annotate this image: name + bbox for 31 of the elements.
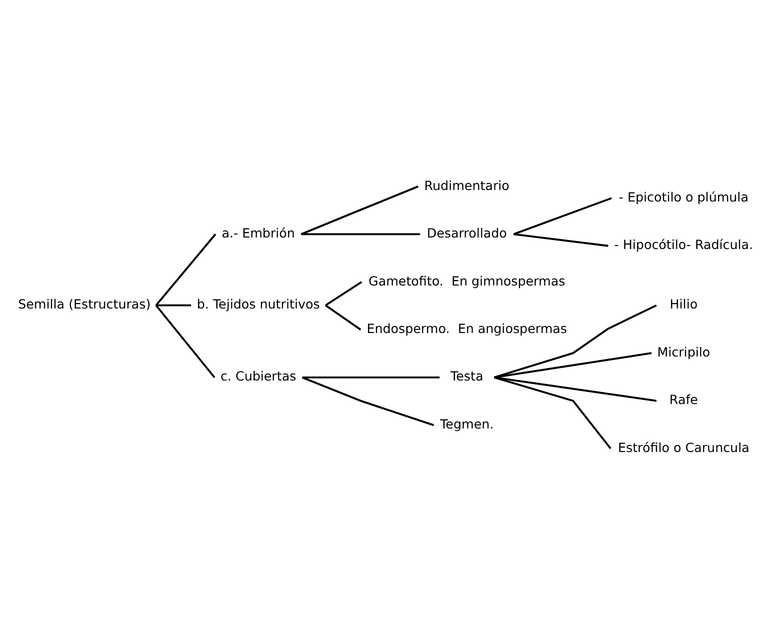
node-text: Hilio: [670, 296, 698, 312]
node-text: Semilla (Estructuras): [18, 296, 151, 312]
connector: [302, 376, 434, 426]
connector: [302, 376, 440, 378]
connector: [156, 304, 192, 306]
node-text: Gametofito. En gimnospermas: [368, 272, 566, 288]
connector: [301, 232, 420, 235]
node-text: b. Tejidos nutritivos: [196, 296, 320, 312]
connector: [494, 376, 657, 402]
node-text: Rafe: [669, 392, 698, 407]
node-text: Estrófilo o Caruncula: [618, 439, 750, 454]
connector: [300, 185, 419, 235]
node-text: - Epicotilo o plúmula: [618, 188, 748, 204]
connector: [513, 196, 612, 235]
node-text: a.- Embrión: [222, 225, 295, 240]
node-text: c. Cubiertas: [220, 368, 296, 384]
connector: [494, 352, 652, 378]
node-text: Desarrollado: [426, 225, 507, 240]
connector: [155, 304, 216, 378]
connector: [325, 304, 362, 330]
connector: [155, 233, 216, 306]
connector: [494, 376, 612, 449]
connector: [514, 232, 608, 246]
connector: [325, 280, 362, 306]
node-text: Testa: [450, 368, 484, 384]
connector: [494, 304, 657, 378]
node-text: Tegmen.: [440, 416, 494, 431]
node-text: - Hipocótilo- Radícula.: [614, 236, 754, 252]
node-text: Micripilo: [657, 344, 710, 359]
node-text: Rudimentario: [424, 177, 510, 192]
node-text: Endospermo. En angiospermas: [366, 320, 568, 336]
